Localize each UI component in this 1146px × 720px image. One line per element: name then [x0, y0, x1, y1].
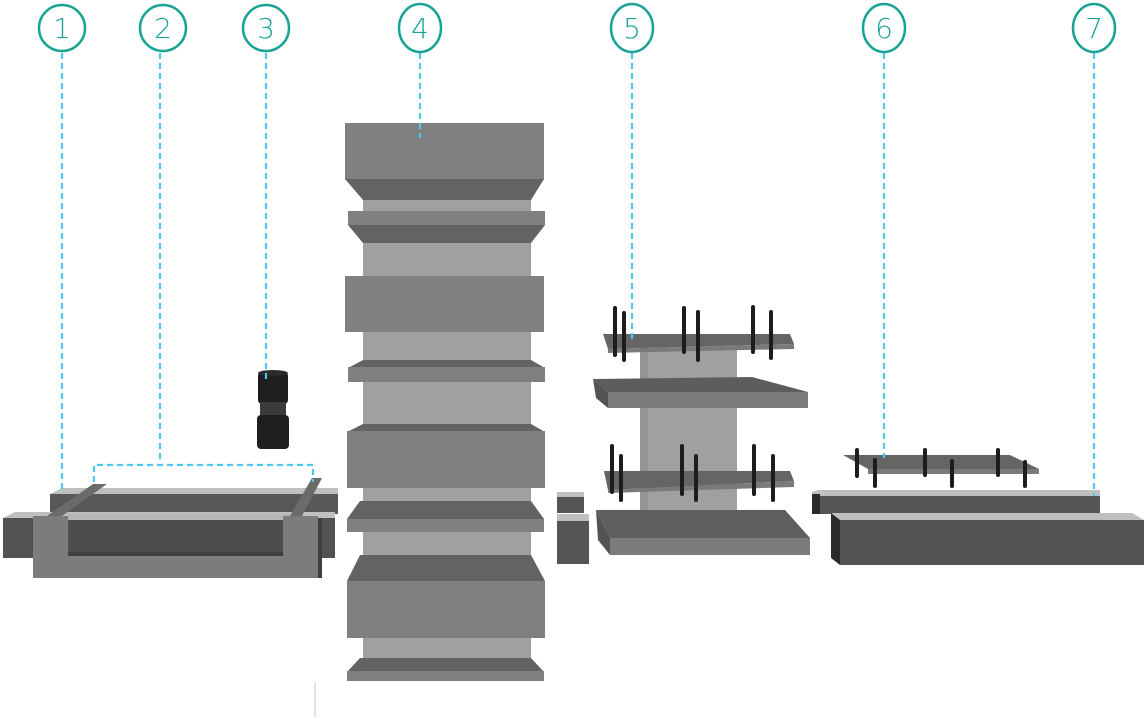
plate-a-edge: [608, 344, 794, 353]
trough-lip: [65, 514, 290, 520]
callout-label-5: 5: [623, 12, 641, 45]
lower-pins: [610, 444, 775, 502]
column-ring-1: [348, 211, 545, 225]
callout-4: 4: [397, 2, 443, 54]
callout-circle: [609, 2, 655, 54]
small-block-2-top: [557, 514, 589, 521]
u-frame-inner-shadow: [68, 552, 283, 556]
column-block-4-chamfer: [347, 555, 545, 581]
callouts: 1 2 3 4 5 6 7: [37, 2, 1117, 54]
base-clamp-assembly: [3, 478, 338, 578]
u-frame: [33, 516, 318, 578]
stacked-column: [345, 123, 545, 681]
callout-1: 1: [37, 3, 87, 53]
base-plate-front: [610, 538, 810, 555]
callout-label-7: 7: [1085, 12, 1103, 45]
leader-2-bracket: [92, 463, 315, 482]
stack-core: [640, 348, 737, 520]
base-plate-side: [596, 510, 610, 555]
column-block-4: [347, 581, 545, 638]
back-rail: [50, 494, 338, 514]
left-arm: [47, 484, 107, 516]
plate-b-side: [593, 379, 608, 408]
callout-7: 7: [1071, 2, 1117, 54]
column-block-2: [345, 276, 544, 332]
column-ring-1-chamfer: [348, 225, 545, 243]
column-base-ring: [347, 671, 544, 681]
flat-plate-pins: [855, 448, 1027, 488]
callout-label-4: 4: [411, 12, 429, 45]
callout-circle: [397, 2, 443, 54]
callout-circle: [861, 2, 907, 54]
callout-3: 3: [241, 3, 291, 53]
upper-pins: [613, 305, 773, 362]
back-long-bar-end: [812, 494, 820, 514]
rail-assembly: [812, 448, 1144, 565]
callout-2: 2: [138, 3, 188, 53]
callout-label-6: 6: [875, 12, 893, 45]
back-long-bar: [812, 496, 1100, 514]
column-top-chamfer: [345, 179, 544, 200]
callout-label-3: 3: [257, 12, 275, 45]
sensor-cap: [258, 370, 288, 376]
column-base-chamfer: [347, 658, 544, 672]
sensor-top: [258, 372, 288, 404]
plate-c-edge: [608, 481, 794, 493]
callout-label-1: 1: [53, 12, 71, 45]
column-ring-2-chamfer: [348, 360, 545, 368]
callout-circle: [1071, 2, 1117, 54]
column-ring-2: [348, 367, 545, 382]
trough-inner: [70, 518, 285, 558]
column-ring-3: [347, 519, 544, 532]
sensor-bottom: [257, 415, 289, 449]
right-arm: [290, 478, 322, 516]
callout-5: 5: [609, 2, 655, 54]
sensor-cylinder: [257, 370, 289, 449]
small-block-1: [557, 497, 584, 513]
leader-lines: [60, 53, 1096, 496]
front-long-bar: [840, 520, 1144, 565]
pinned-plate-stack: [593, 305, 810, 555]
small-blocks: [557, 492, 589, 564]
callout-circle: [241, 3, 291, 53]
column-block-3: [347, 431, 545, 488]
plate-b-top: [593, 377, 808, 392]
base-plate-top: [596, 510, 810, 538]
small-block-1-top: [557, 492, 584, 497]
front-long-bar-end: [831, 513, 840, 565]
callout-label-2: 2: [154, 12, 172, 45]
u-frame-shadow: [318, 518, 322, 578]
small-block-2: [557, 521, 589, 564]
sensor-mid: [260, 402, 286, 418]
callout-6: 6: [861, 2, 907, 54]
front-long-bar-top: [831, 513, 1144, 520]
back-rail-top: [50, 488, 338, 494]
column-top-block: [345, 123, 544, 180]
flat-plate: [843, 455, 1039, 469]
column-ring-3-chamfer: [347, 501, 544, 519]
back-long-bar-top: [812, 490, 1100, 496]
column-block-3-chamfer: [347, 424, 545, 432]
stack-core-edge: [640, 348, 648, 520]
plate-c: [604, 471, 794, 490]
callout-circle: [37, 3, 87, 53]
callout-circle: [138, 3, 188, 53]
plate-b-front: [608, 392, 808, 408]
